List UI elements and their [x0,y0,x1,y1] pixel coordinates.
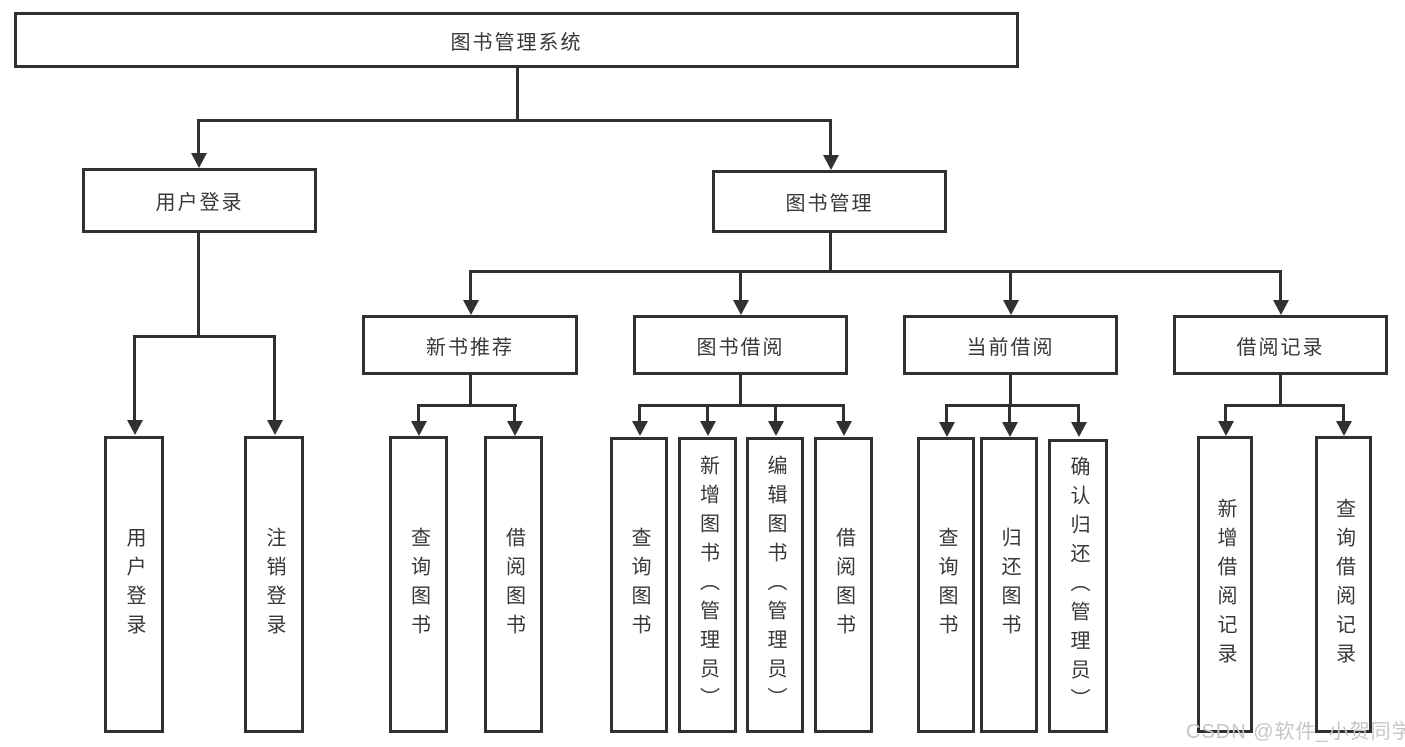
connector-arrow-new-book [469,270,472,300]
node-book-management-group: 图书管理 [712,170,947,233]
connector-arrow-bb-edit [774,404,777,421]
connector-arrow-cb-return [1008,404,1011,422]
node-root: 图书管理系统 [14,12,1019,68]
leaf-cb-return-book: 归还图书 [980,437,1038,733]
leaf-bb-query-book-label: 查询图书 [628,527,650,643]
connector-level2-rail [197,119,831,122]
connector-user-login-stem [197,233,200,337]
node-current-borrow: 当前借阅 [903,315,1118,375]
connector-arrow-user-login [197,119,200,153]
leaf-nb-query-book: 查询图书 [389,436,448,733]
leaf-bb-add-book: 新增图书（管理员） [678,437,737,733]
leaf-bb-borrow-book-label: 借阅图书 [832,527,855,643]
connector-new-book-rail [417,404,517,407]
leaf-br-add-record-label: 新增借阅记录 [1214,497,1236,672]
connector-borrow-record-stem [1279,375,1282,407]
connector-current-borrow-stem [1009,375,1012,407]
connector-borrow-record-rail [1224,404,1345,407]
connector-root-stem [516,68,519,121]
connector-arrow-leaf-login [133,335,136,420]
leaf-bb-edit-book-label: 编辑图书（管理员） [764,454,786,716]
connector-arrow-bb-borrow [842,404,845,421]
connector-arrow-borrow-record [1279,270,1282,300]
leaf-bb-edit-book: 编辑图书（管理员） [746,437,804,733]
connector-arrow-cb-query [945,404,948,422]
connector-level3-rail [469,270,1282,273]
leaf-cb-confirm-return-label: 确认归还（管理员） [1067,455,1089,717]
leaf-br-query-record: 查询借阅记录 [1315,436,1372,733]
leaf-nb-query-book-label: 查询图书 [407,526,430,643]
connector-arrow-cb-confirm [1077,404,1080,422]
connector-arrow-bb-query [638,404,641,421]
csdn-watermark: CSDN @软件_小贺同学 [1186,721,1405,743]
leaf-bb-borrow-book: 借阅图书 [814,437,873,733]
connector-arrow-bb-add [706,404,709,421]
node-book-borrow: 图书借阅 [633,315,848,375]
leaf-br-add-record: 新增借阅记录 [1197,436,1253,733]
connector-arrow-leaf-logout [273,335,276,420]
leaf-bb-query-book: 查询图书 [610,437,668,733]
node-user-login-group: 用户登录 [82,168,317,233]
connector-arrow-nb-query [417,404,420,421]
leaf-logout: 注销登录 [244,436,304,733]
leaf-user-login: 用户登录 [104,436,164,733]
connector-arrow-br-add [1224,404,1227,421]
connector-arrow-nb-borrow [513,404,516,421]
leaf-bb-add-book-label: 新增图书（管理员） [696,454,719,716]
leaf-cb-query-book-label: 查询图书 [935,527,957,643]
leaf-cb-query-book: 查询图书 [917,437,975,733]
leaf-cb-return-book-label: 归还图书 [998,527,1020,643]
leaf-br-query-record-label: 查询借阅记录 [1332,497,1355,672]
leaf-cb-confirm-return: 确认归还（管理员） [1048,439,1108,733]
node-borrow-record: 借阅记录 [1173,315,1388,375]
node-new-book-recommend: 新书推荐 [362,315,578,375]
leaf-user-login-label: 用户登录 [123,526,145,643]
connector-arrow-book-borrow [739,270,742,300]
connector-arrow-current-borrow [1009,270,1012,300]
connector-new-book-stem [469,375,472,407]
leaf-nb-borrow-book: 借阅图书 [484,436,543,733]
connector-book-borrow-stem [739,375,742,407]
connector-book-mgmt-stem [829,233,832,272]
connector-current-borrow-rail [945,404,1079,407]
connector-arrow-br-query [1342,404,1345,421]
connector-user-login-rail [133,335,275,338]
leaf-nb-borrow-book-label: 借阅图书 [502,526,525,643]
connector-arrow-book-mgmt [829,119,832,155]
leaf-logout-label: 注销登录 [263,526,285,643]
connector-book-borrow-rail [638,404,845,407]
